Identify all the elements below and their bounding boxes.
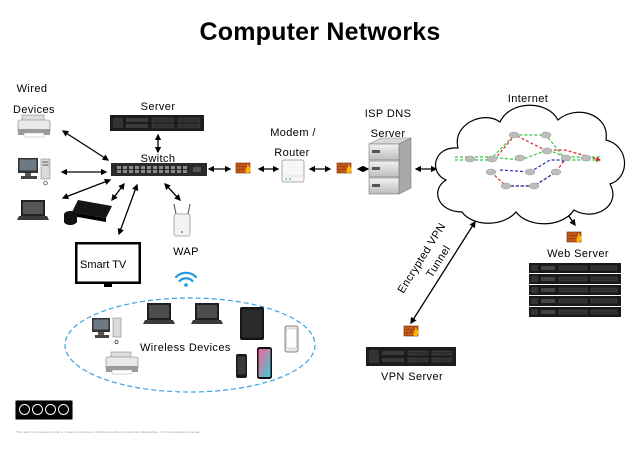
web-server-label: Web Server	[547, 248, 609, 260]
modem-label: Modem /	[270, 127, 316, 139]
isp-server-label: Server	[370, 128, 406, 140]
server-label: Server	[140, 101, 176, 113]
cloud-icon	[435, 104, 626, 225]
tablet-icon	[240, 307, 264, 340]
wired-links	[60, 130, 576, 325]
smart-tv-label: Smart TV	[80, 259, 127, 271]
license-text: This work is licensed under a Creative C…	[16, 430, 200, 434]
devices-label: Devices	[13, 104, 55, 116]
cc-icon	[19, 404, 30, 415]
desktop-computer-icon	[92, 317, 122, 344]
dns-server-icon	[368, 137, 412, 195]
vpn-server-label: VPN Server	[380, 371, 444, 383]
modem-router-icon	[281, 159, 305, 183]
switch-label: Switch	[140, 153, 176, 165]
game-console-icon	[64, 200, 112, 225]
link-tv-switch	[117, 183, 139, 236]
wireless-devices-label: Wireless Devices	[140, 342, 231, 354]
link-laptop-switch	[61, 178, 112, 200]
network-switch-icon	[111, 163, 207, 176]
isp-dns-label: ISP DNS	[364, 108, 412, 120]
internet-label: Internet	[507, 93, 549, 105]
router-label: Router	[274, 147, 310, 159]
smartphone-icon	[257, 347, 272, 379]
rack-server-icon	[528, 262, 622, 318]
firewall-icon	[566, 231, 582, 243]
creative-commons-badge[interactable]	[15, 400, 73, 420]
wireless-access-point-icon	[173, 203, 191, 237]
sa-icon	[58, 404, 69, 415]
firewall-icon	[235, 162, 251, 174]
laptop-icon	[191, 303, 223, 324]
printer-icon	[105, 351, 139, 375]
firewall-icon	[403, 325, 419, 337]
rack-server-icon	[366, 347, 456, 366]
firewall-icon	[336, 162, 352, 174]
wired-label: Wired	[16, 83, 48, 95]
wap-label: WAP	[173, 246, 199, 258]
by-icon	[32, 404, 43, 415]
printer-icon	[17, 114, 51, 138]
wireless-zone	[64, 297, 316, 393]
diagram-title: Computer Networks	[199, 18, 441, 46]
nc-icon	[45, 404, 56, 415]
desktop-computer-icon	[18, 158, 51, 186]
link-wap-switch	[164, 183, 181, 201]
smartphone-icon	[236, 354, 247, 378]
link-vpn-tunnel	[410, 220, 476, 325]
laptop-icon	[143, 303, 175, 324]
link-console-switch	[111, 182, 125, 202]
laptop-icon	[17, 200, 49, 220]
link-printer-switch	[61, 130, 110, 161]
rack-server-icon	[110, 115, 204, 131]
smartphone-icon	[284, 325, 299, 353]
internet-routers	[464, 131, 592, 190]
tv-icon	[75, 242, 141, 287]
wifi-icon	[174, 271, 198, 287]
